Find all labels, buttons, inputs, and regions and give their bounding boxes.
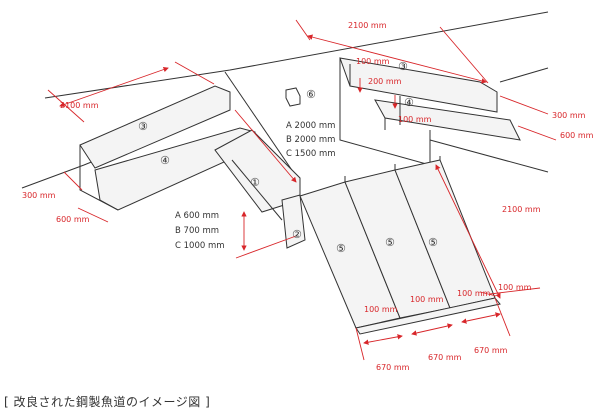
dim-bottom-100d: 100 mm xyxy=(498,283,532,292)
dim-bottom-100a: 100 mm xyxy=(364,305,398,314)
dim-top-w100: 100 mm xyxy=(356,57,390,66)
dim-top-w100b: 100 mm xyxy=(398,115,432,124)
dimension-labels: 2100 mm 2100 mm 2100 mm 100 mm 200 mm 10… xyxy=(22,21,594,372)
part-5c: ⑤ xyxy=(428,236,438,249)
bottom-base xyxy=(355,297,501,335)
option-upper-b: B 2000 mm xyxy=(286,135,335,145)
dim-right-300: 300 mm xyxy=(552,111,586,120)
transition-box xyxy=(281,194,306,249)
right-lower-unit xyxy=(374,99,521,141)
option-lower-a: A 600 mm xyxy=(175,211,219,221)
small-box xyxy=(285,87,301,107)
connecting-chute xyxy=(214,129,301,213)
embankment-right-line xyxy=(499,67,549,83)
part-3-left: ③ xyxy=(138,120,148,133)
left-upper-unit xyxy=(79,85,231,169)
option-upper-c: C 1500 mm xyxy=(286,149,336,159)
option-lower-c: C 1000 mm xyxy=(175,241,225,251)
dimension-lines xyxy=(47,19,557,361)
part-1: ① xyxy=(250,176,260,189)
dim-bottom-100b: 100 mm xyxy=(410,295,444,304)
dim-bottom-670a: 670 mm xyxy=(376,363,410,372)
part-2: ② xyxy=(292,228,302,241)
figure-caption: [ 改良された鋼製魚道のイメージ図 ] xyxy=(4,395,211,409)
dim-bottom-670c: 670 mm xyxy=(474,346,508,355)
option-upper-a: A 2000 mm xyxy=(286,121,335,131)
part-4-left: ④ xyxy=(160,154,170,167)
part-numbers: ① ② ③ ③ ④ ④ ⑤ ⑤ ⑤ ⑥ xyxy=(138,60,438,255)
dim-left-length: 2100 mm xyxy=(60,101,99,110)
part-5a: ⑤ xyxy=(336,242,346,255)
part-6: ⑥ xyxy=(306,88,316,101)
ground-line-right xyxy=(429,139,549,173)
dim-left-600: 600 mm xyxy=(56,215,90,224)
dim-left-300: 300 mm xyxy=(22,191,56,200)
options-lower: A 600 mm B 700 mm C 1000 mm xyxy=(175,211,225,251)
fishway-diagram: 2100 mm 2100 mm 2100 mm 100 mm 200 mm 10… xyxy=(21,11,594,372)
option-lower-b: B 700 mm xyxy=(175,226,219,236)
dim-right-length: 2100 mm xyxy=(502,205,541,214)
dim-top-length: 2100 mm xyxy=(348,21,387,30)
part-3-right: ③ xyxy=(398,60,408,73)
dim-bottom-100c: 100 mm xyxy=(457,289,491,298)
options-upper: A 2000 mm B 2000 mm C 1500 mm xyxy=(286,121,336,159)
dim-right-600: 600 mm xyxy=(560,131,594,140)
part-4-right: ④ xyxy=(404,96,414,109)
dim-top-w200: 200 mm xyxy=(368,77,402,86)
wall-edge-line xyxy=(224,71,301,183)
part-5b: ⑤ xyxy=(385,236,395,249)
dim-bottom-670b: 670 mm xyxy=(428,353,462,362)
